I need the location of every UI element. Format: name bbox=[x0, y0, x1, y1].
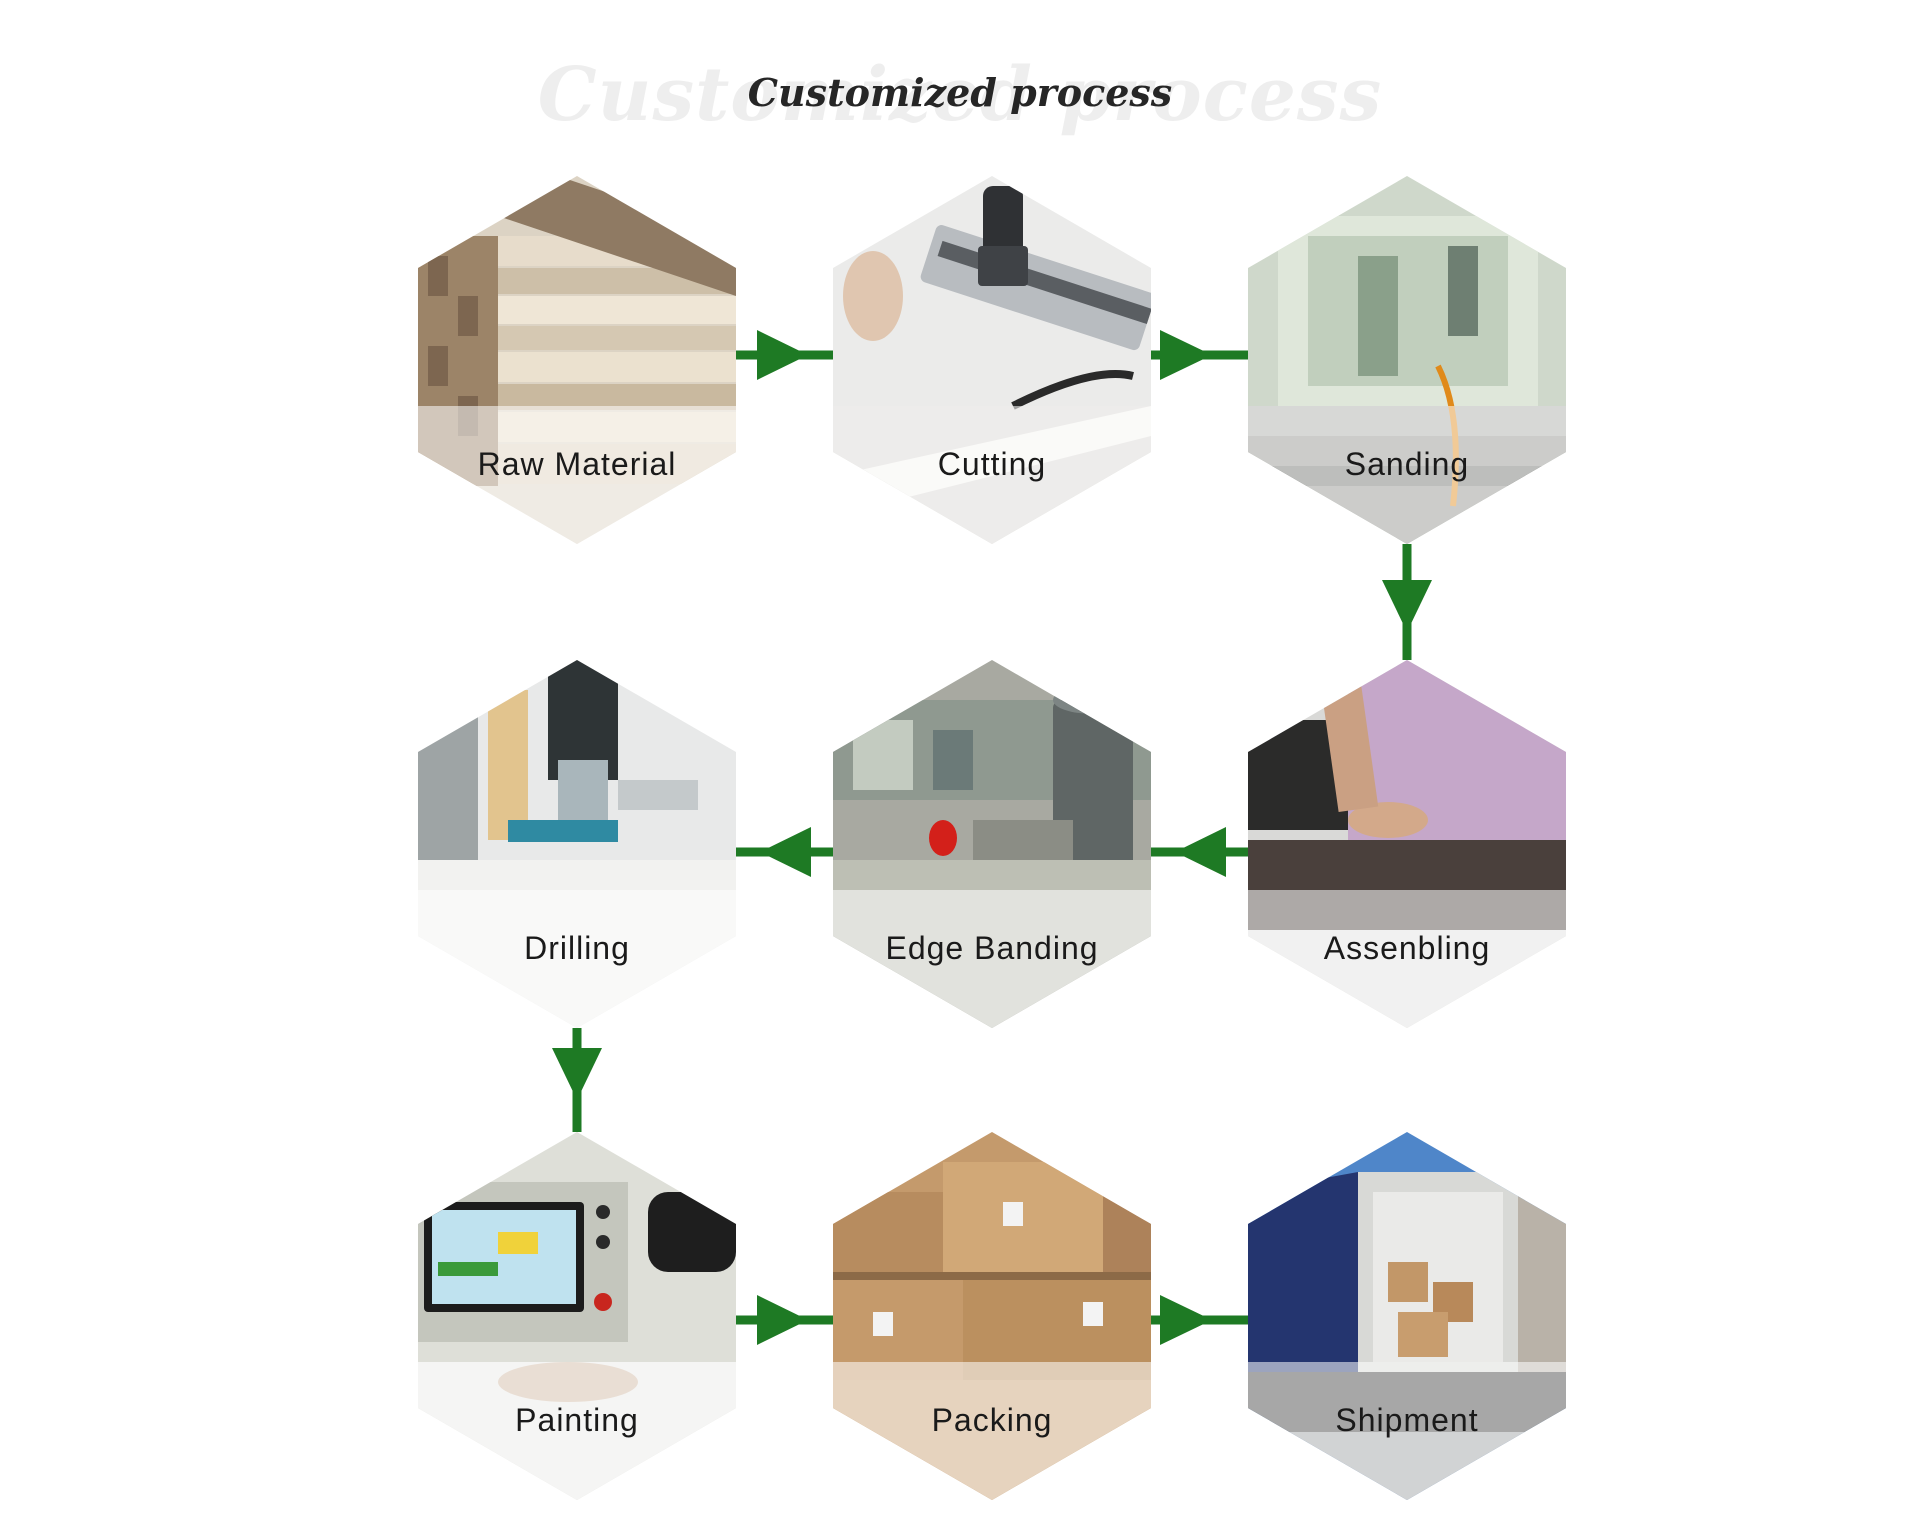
watermark-title: Customized process bbox=[537, 52, 1383, 138]
step-sanding: Sanding bbox=[1248, 176, 1566, 544]
arrow-down-icon bbox=[1382, 544, 1432, 660]
step-label: Shipment bbox=[1335, 1402, 1479, 1438]
step-label: Drilling bbox=[524, 930, 630, 966]
arrow-right-icon bbox=[736, 1295, 833, 1345]
step-label: Raw Material bbox=[477, 446, 677, 482]
step-label: Edge Banding bbox=[885, 930, 1099, 966]
arrow-right-icon bbox=[736, 330, 833, 380]
step-label: Assenbling bbox=[1323, 930, 1491, 966]
arrow-right-icon bbox=[1151, 330, 1248, 380]
step-label: Cutting bbox=[937, 446, 1047, 482]
step-label: Packing bbox=[931, 1402, 1053, 1438]
arrow-right-icon bbox=[1151, 1295, 1248, 1345]
arrow-down-icon bbox=[552, 1028, 602, 1132]
arrow-left-icon bbox=[736, 827, 833, 877]
page-title: Customized process bbox=[747, 70, 1173, 115]
step-label: Sanding bbox=[1344, 446, 1470, 482]
arrow-left-icon bbox=[1151, 827, 1248, 877]
step-painting: Painting bbox=[418, 1132, 736, 1500]
step-label: Painting bbox=[515, 1402, 639, 1438]
